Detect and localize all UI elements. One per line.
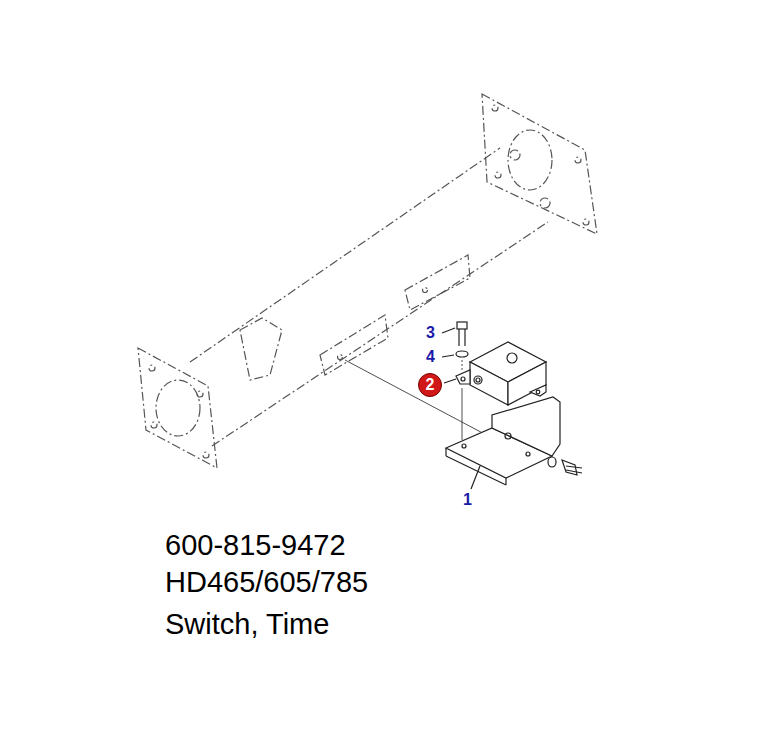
callout-number: 3 (426, 325, 435, 341)
callout-circle: 2 (418, 373, 442, 397)
callout-number: 2 (426, 377, 435, 393)
bracket-and-timer (345, 322, 582, 489)
callout-number: 1 (463, 492, 472, 508)
part-name: Switch, Time (165, 610, 329, 639)
machine-models: HD465/605/785 (165, 568, 368, 597)
part-number: 600-815-9472 (165, 531, 346, 560)
phantom-tube (138, 94, 597, 468)
callout-number: 4 (426, 349, 435, 365)
